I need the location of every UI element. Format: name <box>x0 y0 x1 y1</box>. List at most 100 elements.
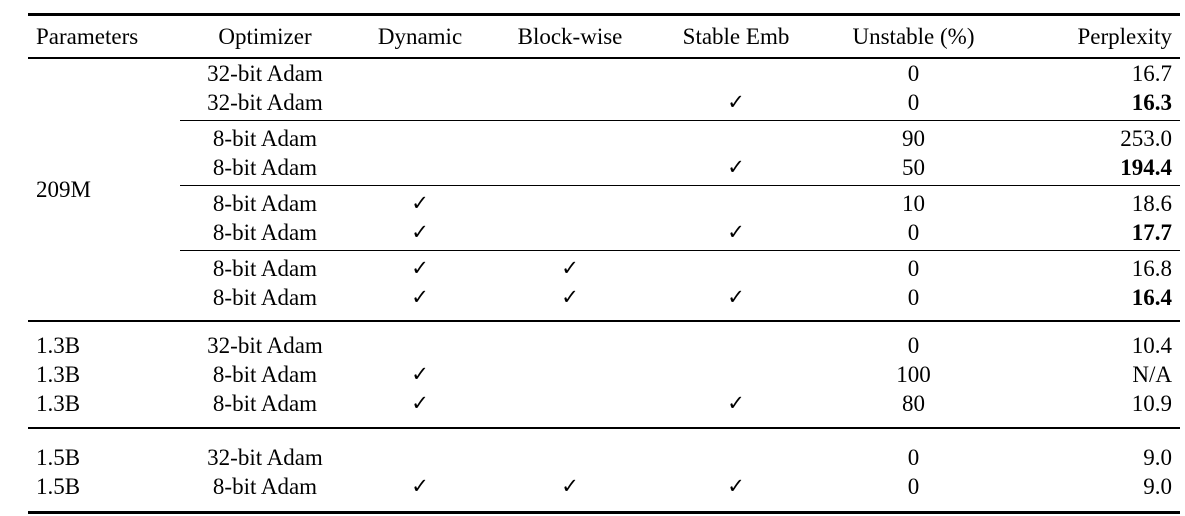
cell-dynamic <box>350 58 490 88</box>
cell-perplexity: 16.7 <box>1131 61 1172 86</box>
cell-params: 1.5B <box>36 474 81 499</box>
cell-perplexity: 17.7 <box>1131 220 1172 245</box>
cell-perplexity: 10.9 <box>1131 391 1172 416</box>
cell-blockwise <box>490 360 650 389</box>
cell-unstable: 0 <box>822 320 1005 360</box>
cell-dynamic: ✓ <box>411 474 429 498</box>
table-row: 1.5B 8-bit Adam ✓ ✓ ✓ 0 9.0 <box>28 472 1180 513</box>
cell-perplexity: 16.8 <box>1005 250 1180 283</box>
cell-dynamic <box>350 427 490 472</box>
cell-blockwise <box>490 58 650 88</box>
cell-optimizer: 8-bit Adam <box>212 362 318 387</box>
cell-optimizer: 8-bit Adam <box>212 474 318 499</box>
cell-unstable: 0 <box>822 427 1005 472</box>
cell-unstable: 0 <box>907 61 920 86</box>
cell-dynamic: ✓ <box>411 220 429 244</box>
col-header-parameters: Parameters <box>28 14 180 59</box>
table-row: 8-bit Adam ✓ ✓ ✓ 0 16.4 <box>28 283 1180 321</box>
cell-unstable: 90 <box>822 120 1005 153</box>
cell-optimizer: 32-bit Adam <box>207 90 323 115</box>
cell-stable-emb: ✓ <box>727 155 745 179</box>
table-row: 1.5B 32-bit Adam 0 9.0 <box>28 427 1180 472</box>
col-header-blockwise: Block-wise <box>490 14 650 59</box>
cell-stable-emb <box>650 120 822 153</box>
cell-unstable: 80 <box>902 391 925 416</box>
table-row: 8-bit Adam ✓ 50 194.4 <box>28 153 1180 186</box>
cell-stable-emb: ✓ <box>727 220 745 244</box>
table-row: 1.3B 32-bit Adam 0 10.4 <box>28 320 1180 360</box>
cell-dynamic: ✓ <box>350 185 490 218</box>
cell-stable-emb: ✓ <box>727 474 745 498</box>
table-row: 8-bit Adam ✓ ✓ 0 16.8 <box>28 250 1180 283</box>
cell-blockwise: ✓ <box>561 474 579 498</box>
header-row: Parameters Optimizer Dynamic Block-wise … <box>28 14 1180 59</box>
cell-blockwise <box>490 320 650 360</box>
cell-blockwise <box>490 120 650 153</box>
col-header-optimizer: Optimizer <box>180 14 350 59</box>
cell-params: 1.3B <box>28 320 180 360</box>
cell-blockwise: ✓ <box>490 250 650 283</box>
cell-optimizer: 8-bit Adam <box>212 391 318 416</box>
cell-unstable: 100 <box>896 362 931 387</box>
cell-blockwise: ✓ <box>561 285 579 309</box>
cell-blockwise <box>490 427 650 472</box>
cell-dynamic: ✓ <box>411 391 429 415</box>
cell-stable-emb <box>650 427 822 472</box>
cell-perplexity: 9.0 <box>1005 427 1180 472</box>
cell-optimizer: 8-bit Adam <box>180 250 350 283</box>
cell-optimizer: 32-bit Adam <box>180 320 350 360</box>
cell-optimizer: 8-bit Adam <box>180 120 350 153</box>
cell-blockwise <box>490 153 650 186</box>
cell-params: 1.3B <box>36 391 81 416</box>
cell-unstable: 10 <box>822 185 1005 218</box>
cell-perplexity: 16.3 <box>1131 90 1172 115</box>
cell-dynamic <box>350 88 490 121</box>
table-row: 209M 32-bit Adam 0 16.7 <box>28 58 1180 202</box>
cell-unstable: 0 <box>907 285 920 310</box>
cell-dynamic <box>350 320 490 360</box>
cell-stable-emb <box>650 320 822 360</box>
table-row: 1.3B 8-bit Adam ✓ ✓ 80 10.9 <box>28 389 1180 428</box>
cell-stable-emb <box>650 250 822 283</box>
cell-stable-emb <box>650 58 822 88</box>
table-row: 8-bit Adam 90 253.0 <box>28 120 1180 153</box>
cell-perplexity: 9.0 <box>1143 474 1172 499</box>
cell-optimizer: 32-bit Adam <box>207 61 323 86</box>
cell-blockwise <box>490 218 650 251</box>
cell-params-209m: 209M <box>36 177 91 202</box>
cell-dynamic: ✓ <box>411 285 429 309</box>
cell-optimizer: 8-bit Adam <box>212 155 318 180</box>
cell-optimizer: 8-bit Adam <box>180 185 350 218</box>
col-header-perplexity: Perplexity <box>1005 14 1180 59</box>
cell-perplexity: 253.0 <box>1005 120 1180 153</box>
table-row: 8-bit Adam ✓ ✓ 0 17.7 <box>28 218 1180 251</box>
cell-perplexity: 194.4 <box>1120 155 1172 180</box>
cell-dynamic: ✓ <box>350 250 490 283</box>
cell-optimizer: 8-bit Adam <box>212 220 318 245</box>
cell-unstable: 50 <box>902 155 925 180</box>
table-row: 8-bit Adam ✓ 10 18.6 <box>28 185 1180 218</box>
cell-optimizer: 8-bit Adam <box>212 285 318 310</box>
cell-blockwise <box>490 88 650 121</box>
cell-params: 1.5B <box>28 427 180 472</box>
cell-perplexity: N/A <box>1132 362 1172 387</box>
cell-stable-emb <box>650 185 822 218</box>
cell-perplexity: 18.6 <box>1005 185 1180 218</box>
cell-unstable: 0 <box>907 90 920 115</box>
table-row: 32-bit Adam ✓ 0 16.3 <box>28 88 1180 121</box>
table-row: 1.3B 8-bit Adam ✓ 100 N/A <box>28 360 1180 389</box>
table-header: Parameters Optimizer Dynamic Block-wise … <box>28 14 1180 59</box>
cell-stable-emb <box>650 360 822 389</box>
cell-dynamic <box>350 120 490 153</box>
cell-dynamic <box>350 153 490 186</box>
cell-blockwise <box>490 389 650 428</box>
cell-perplexity: 16.4 <box>1131 285 1172 310</box>
cell-unstable: 0 <box>907 220 920 245</box>
col-header-stable-emb: Stable Emb <box>650 14 822 59</box>
cell-perplexity: 10.4 <box>1005 320 1180 360</box>
cell-unstable: 0 <box>907 474 920 499</box>
col-header-unstable: Unstable (%) <box>822 14 1005 59</box>
cell-unstable: 0 <box>822 250 1005 283</box>
col-header-dynamic: Dynamic <box>350 14 490 59</box>
